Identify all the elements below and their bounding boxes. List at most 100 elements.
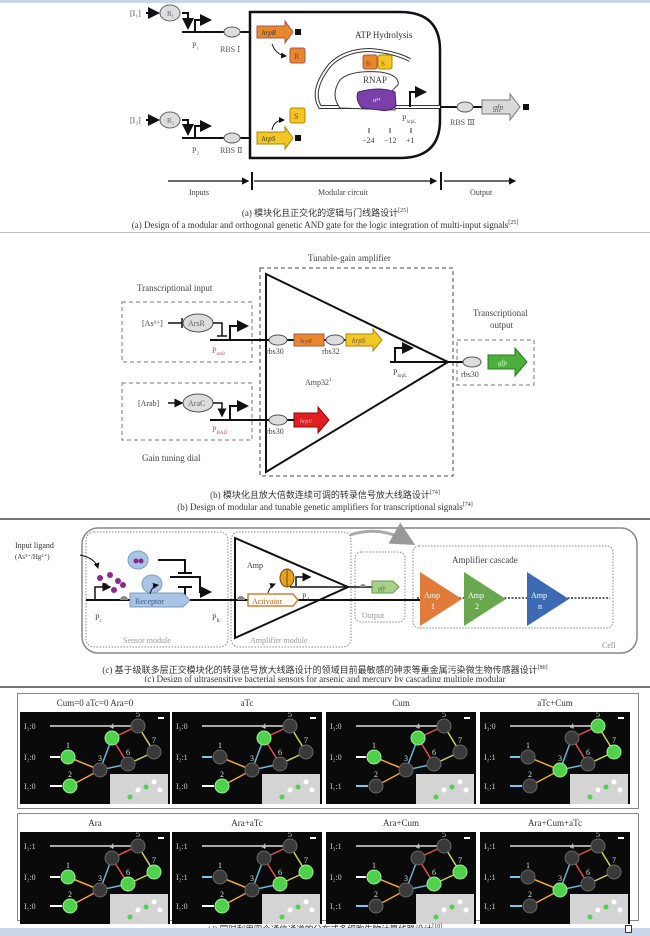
svg-text:2: 2 — [220, 890, 224, 899]
colony-node-2 — [214, 898, 230, 914]
colony-node-1 — [520, 869, 536, 885]
colony-node-4 — [256, 850, 272, 866]
svg-text:1: 1 — [431, 602, 435, 611]
svg-text:AraC: AraC — [188, 399, 205, 408]
svg-text:6: 6 — [586, 868, 590, 877]
svg-text:6: 6 — [126, 868, 130, 877]
svg-text:Output: Output — [362, 611, 385, 620]
svg-text:7: 7 — [458, 736, 462, 745]
colony-node-7 — [298, 864, 314, 880]
colony-node-4 — [256, 730, 272, 746]
colony-node-4 — [410, 850, 426, 866]
gene-activator — [247, 593, 299, 607]
svg-text:Tunable-gain amplifier: Tunable-gain amplifier — [308, 253, 391, 263]
svg-text:output: output — [490, 320, 514, 330]
input-i1: I₁:1 — [484, 902, 496, 911]
svg-text:3: 3 — [404, 874, 408, 883]
input-i1: I₁:1 — [330, 782, 342, 791]
input-i3: I₃:1 — [330, 842, 342, 851]
svg-text:3: 3 — [98, 874, 102, 883]
svg-text:7: 7 — [304, 736, 308, 745]
gene-hrpS — [256, 125, 294, 151]
colony-node-7 — [452, 744, 468, 760]
svg-text:PhrpL: PhrpL — [402, 114, 416, 125]
cell-boundary — [81, 527, 638, 654]
divider — [0, 232, 650, 233]
svg-text:rbs32: rbs32 — [322, 347, 340, 356]
svg-text:3: 3 — [98, 754, 102, 763]
condition-label: aTc+Cum — [537, 698, 573, 708]
gene-hrpR — [293, 333, 325, 347]
input-i2: I₂:1 — [176, 873, 188, 882]
svg-text:1: 1 — [372, 741, 376, 750]
sigma54 — [356, 88, 397, 111]
rbs-2 — [223, 132, 241, 144]
svg-text:2: 2 — [68, 770, 72, 779]
svg-text:PhrpL: PhrpL — [393, 368, 407, 379]
svg-text:4: 4 — [570, 722, 574, 731]
sensor-module-box — [85, 531, 229, 648]
caption-a-cn: (a) 模块化且正交化的逻辑与门线路设计[25] — [241, 208, 409, 218]
svg-text:R: R — [294, 52, 300, 61]
caption-a-en: (a) Design of a modular and orthogonal g… — [131, 220, 519, 230]
condition-label: Ara+Cum+aTc — [527, 818, 582, 828]
svg-text:S: S — [381, 60, 385, 68]
colony-node-7 — [298, 744, 314, 760]
colony-node-1 — [212, 869, 228, 885]
colony-node-1 — [366, 749, 382, 765]
colony-node-5 — [590, 838, 606, 854]
colony-node-6 — [272, 756, 288, 772]
svg-text:1: 1 — [66, 741, 70, 750]
svg-text:7: 7 — [152, 856, 156, 865]
svg-text:Activator: Activator — [252, 597, 283, 606]
gene-gfp — [487, 346, 528, 378]
colony-node-5 — [282, 838, 298, 854]
bottom-border — [0, 928, 650, 936]
svg-text:R: R — [366, 60, 371, 68]
divider — [0, 686, 650, 688]
regulator-r1 — [159, 4, 181, 22]
svg-text:ArsR: ArsR — [188, 319, 206, 328]
input-i2: I₂:1 — [484, 753, 496, 762]
svg-text:Transcriptional: Transcriptional — [473, 308, 528, 318]
svg-text:rbs30: rbs30 — [266, 347, 284, 356]
input-i2: I₂:0 — [24, 873, 36, 882]
svg-text:n: n — [538, 602, 542, 611]
svg-text:4: 4 — [416, 722, 420, 731]
svg-text:5: 5 — [136, 832, 140, 839]
svg-text:rbs30: rbs30 — [266, 427, 284, 436]
colony-node-7 — [146, 744, 162, 760]
svg-text:gfp: gfp — [498, 359, 507, 367]
colony-node-1 — [520, 749, 536, 765]
colony-node-6 — [426, 756, 442, 772]
input-i3: I₃:0 — [330, 722, 342, 731]
gain-tuning-box — [121, 382, 253, 441]
colony-node-6 — [426, 876, 442, 892]
colony-node-5 — [590, 718, 606, 734]
input-i3: I₃:0 — [484, 722, 496, 731]
stage-inputs: Inputs — [189, 188, 209, 197]
scroll-marker[interactable] — [625, 925, 632, 933]
svg-text:hrpS: hrpS — [352, 337, 366, 345]
condition-label: Ara — [88, 818, 102, 828]
protein-s — [289, 107, 306, 124]
input-i2: [I₂] — [130, 116, 141, 125]
colony-node-1 — [366, 869, 382, 885]
colony-node-2 — [62, 898, 78, 914]
amplifier-box — [259, 267, 454, 477]
svg-text:7: 7 — [304, 856, 308, 865]
svg-text:Amp: Amp — [247, 561, 263, 570]
svg-text:5: 5 — [596, 712, 600, 719]
svg-text:2: 2 — [68, 890, 72, 899]
input-box — [121, 301, 253, 363]
modular-circuit-box — [248, 10, 442, 160]
gene-hrpV — [293, 405, 330, 435]
colony-node-5 — [436, 838, 452, 854]
input-i1: [I₁] — [130, 9, 141, 18]
